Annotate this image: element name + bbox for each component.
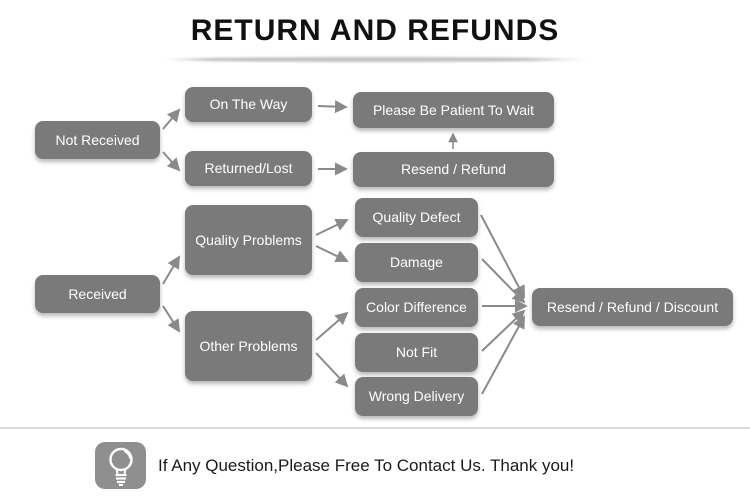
arrow-damage-discount <box>481 258 526 304</box>
footer-divider <box>0 427 750 429</box>
arrow-otherproblems-wrongdelivery <box>315 352 349 388</box>
node-please-be-patient: Please Be Patient To Wait <box>353 92 554 128</box>
arrow-otherproblems-colordifference <box>315 311 349 341</box>
node-resend-refund-discount: Resend / Refund / Discount <box>532 288 733 326</box>
page-title: RETURN AND REFUNDS <box>190 14 560 47</box>
arrow-qualitydefect-discount <box>480 214 525 299</box>
lightbulb-icon <box>95 442 146 489</box>
arrow-notreceived-returnedlost <box>162 151 181 172</box>
arrow-ontheway-bepatient <box>317 100 348 114</box>
footer: If Any Question,Please Free To Contact U… <box>95 442 574 489</box>
arrow-wrongdelivery-discount <box>481 315 525 395</box>
footer-message: If Any Question,Please Free To Contact U… <box>158 455 575 475</box>
arrow-qualityproblems-qualitydefect <box>315 218 349 236</box>
node-quality-defect: Quality Defect <box>355 198 478 237</box>
node-not-fit: Not Fit <box>355 333 478 372</box>
arrow-received-otherproblems <box>162 305 181 333</box>
arrow-notfit-discount <box>481 309 526 352</box>
node-not-received: Not Received <box>35 121 160 159</box>
node-resend-refund: Resend / Refund <box>353 152 554 187</box>
node-other-problems: Other Problems <box>185 311 312 381</box>
node-on-the-way: On The Way <box>185 87 312 122</box>
node-damage: Damage <box>355 243 478 282</box>
node-color-difference: Color Difference <box>355 288 478 327</box>
node-received: Received <box>35 275 160 313</box>
node-quality-problems: Quality Problems <box>185 205 312 275</box>
node-returned-lost: Returned/Lost <box>185 151 312 186</box>
arrow-notreceived-ontheway <box>162 108 181 130</box>
arrow-received-qualityproblems <box>162 255 180 285</box>
node-wrong-delivery: Wrong Delivery <box>355 377 478 416</box>
title-underline <box>160 57 590 62</box>
arrow-qualityproblems-damage <box>315 245 349 263</box>
